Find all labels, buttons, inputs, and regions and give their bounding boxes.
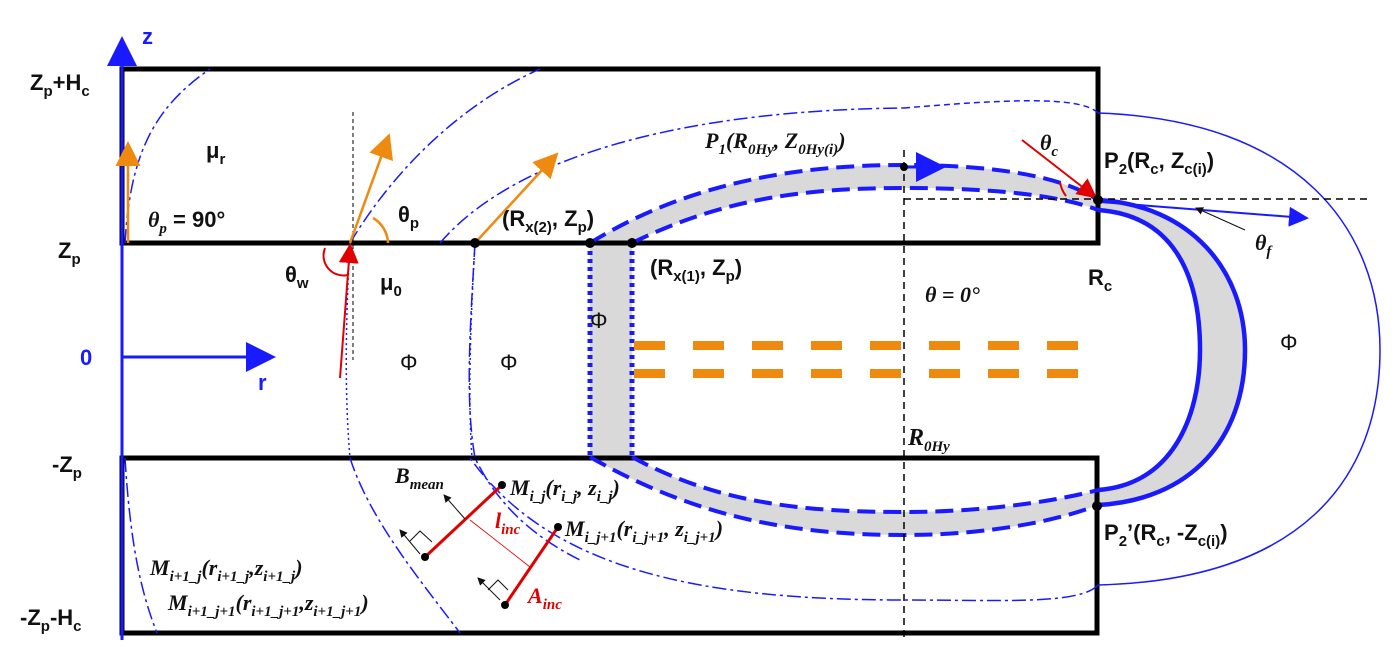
origin-label: 0 — [80, 345, 92, 370]
m-ij-label: Mi_j(ri_j, zi_j) — [509, 475, 620, 505]
z-bottom-label: -Zp-Hc — [20, 605, 82, 635]
coil-dash — [811, 341, 842, 350]
coil-dash — [929, 369, 960, 378]
band-outlines — [124, 68, 1381, 634]
rx2-label: (Rx(2), Zp) — [502, 206, 594, 236]
coil-dash — [634, 369, 665, 378]
theta-f-label: θf — [1255, 230, 1273, 260]
phi-label-1: Φ — [400, 350, 418, 375]
theta-0-label: θ = 0° — [925, 282, 980, 307]
coil-dash — [988, 369, 1019, 378]
coil-dash — [634, 341, 665, 350]
zp-label: Zp — [58, 238, 81, 268]
phi-label-3: Φ — [590, 308, 608, 333]
p2-label: P2(Rc, Zc(i)) — [1104, 148, 1214, 178]
r0hy-label: R0Hy — [907, 425, 950, 455]
coil-dash — [811, 369, 842, 378]
coil-dash — [988, 341, 1019, 350]
theta-p-label: θp — [398, 202, 419, 232]
z-top-label: Zp+Hc — [30, 70, 90, 100]
r-axis-label: r — [258, 370, 267, 395]
z-axis-label: z — [142, 24, 153, 49]
coil-dash — [693, 369, 724, 378]
coil-dash — [1047, 369, 1078, 378]
phi-label-4: Φ — [1280, 330, 1298, 355]
coil-dash — [929, 341, 960, 350]
upper-core — [119, 66, 1101, 246]
p2-prime-label: P2’(Rc, -Zc(i)) — [1104, 520, 1228, 550]
coil-dash — [870, 341, 901, 350]
phi-label-2: Φ — [500, 350, 518, 375]
m-ij1-label: Mi_j+1(ri_j+1, zi_j+1) — [564, 516, 723, 546]
l-inc-label: linc — [495, 508, 521, 538]
neg-zp-label: -Zp — [52, 452, 82, 482]
theta-w-label: θw — [285, 262, 309, 292]
mu-0-label: μ0 — [380, 270, 402, 300]
mu-r-label: μr — [206, 138, 225, 168]
rc-label: Rc — [1088, 265, 1112, 295]
p1-label: P1(R0Hy, Z0Hy(i)) — [704, 128, 846, 158]
coil-dash — [1047, 341, 1078, 350]
coil-dash — [693, 341, 724, 350]
m-i1j1-label: Mi+1_j+1(ri+1_j+1,zi+1_j+1) — [167, 590, 369, 620]
rx1-label: (Rx(1), Zp) — [650, 255, 742, 285]
theta-c-label: θc — [1040, 130, 1058, 160]
theta-p-90-label: θp = 90° — [148, 207, 225, 237]
coil-dashes — [634, 341, 1078, 378]
coil-dash — [752, 369, 783, 378]
coil-dash — [752, 341, 783, 350]
b-mean-label: Bmean — [394, 463, 444, 493]
m-i1j-label: Mi+1_j(ri+1_j,zi+1_j) — [149, 555, 303, 585]
coil-dash — [870, 369, 901, 378]
a-inc-label: Ainc — [526, 583, 562, 613]
